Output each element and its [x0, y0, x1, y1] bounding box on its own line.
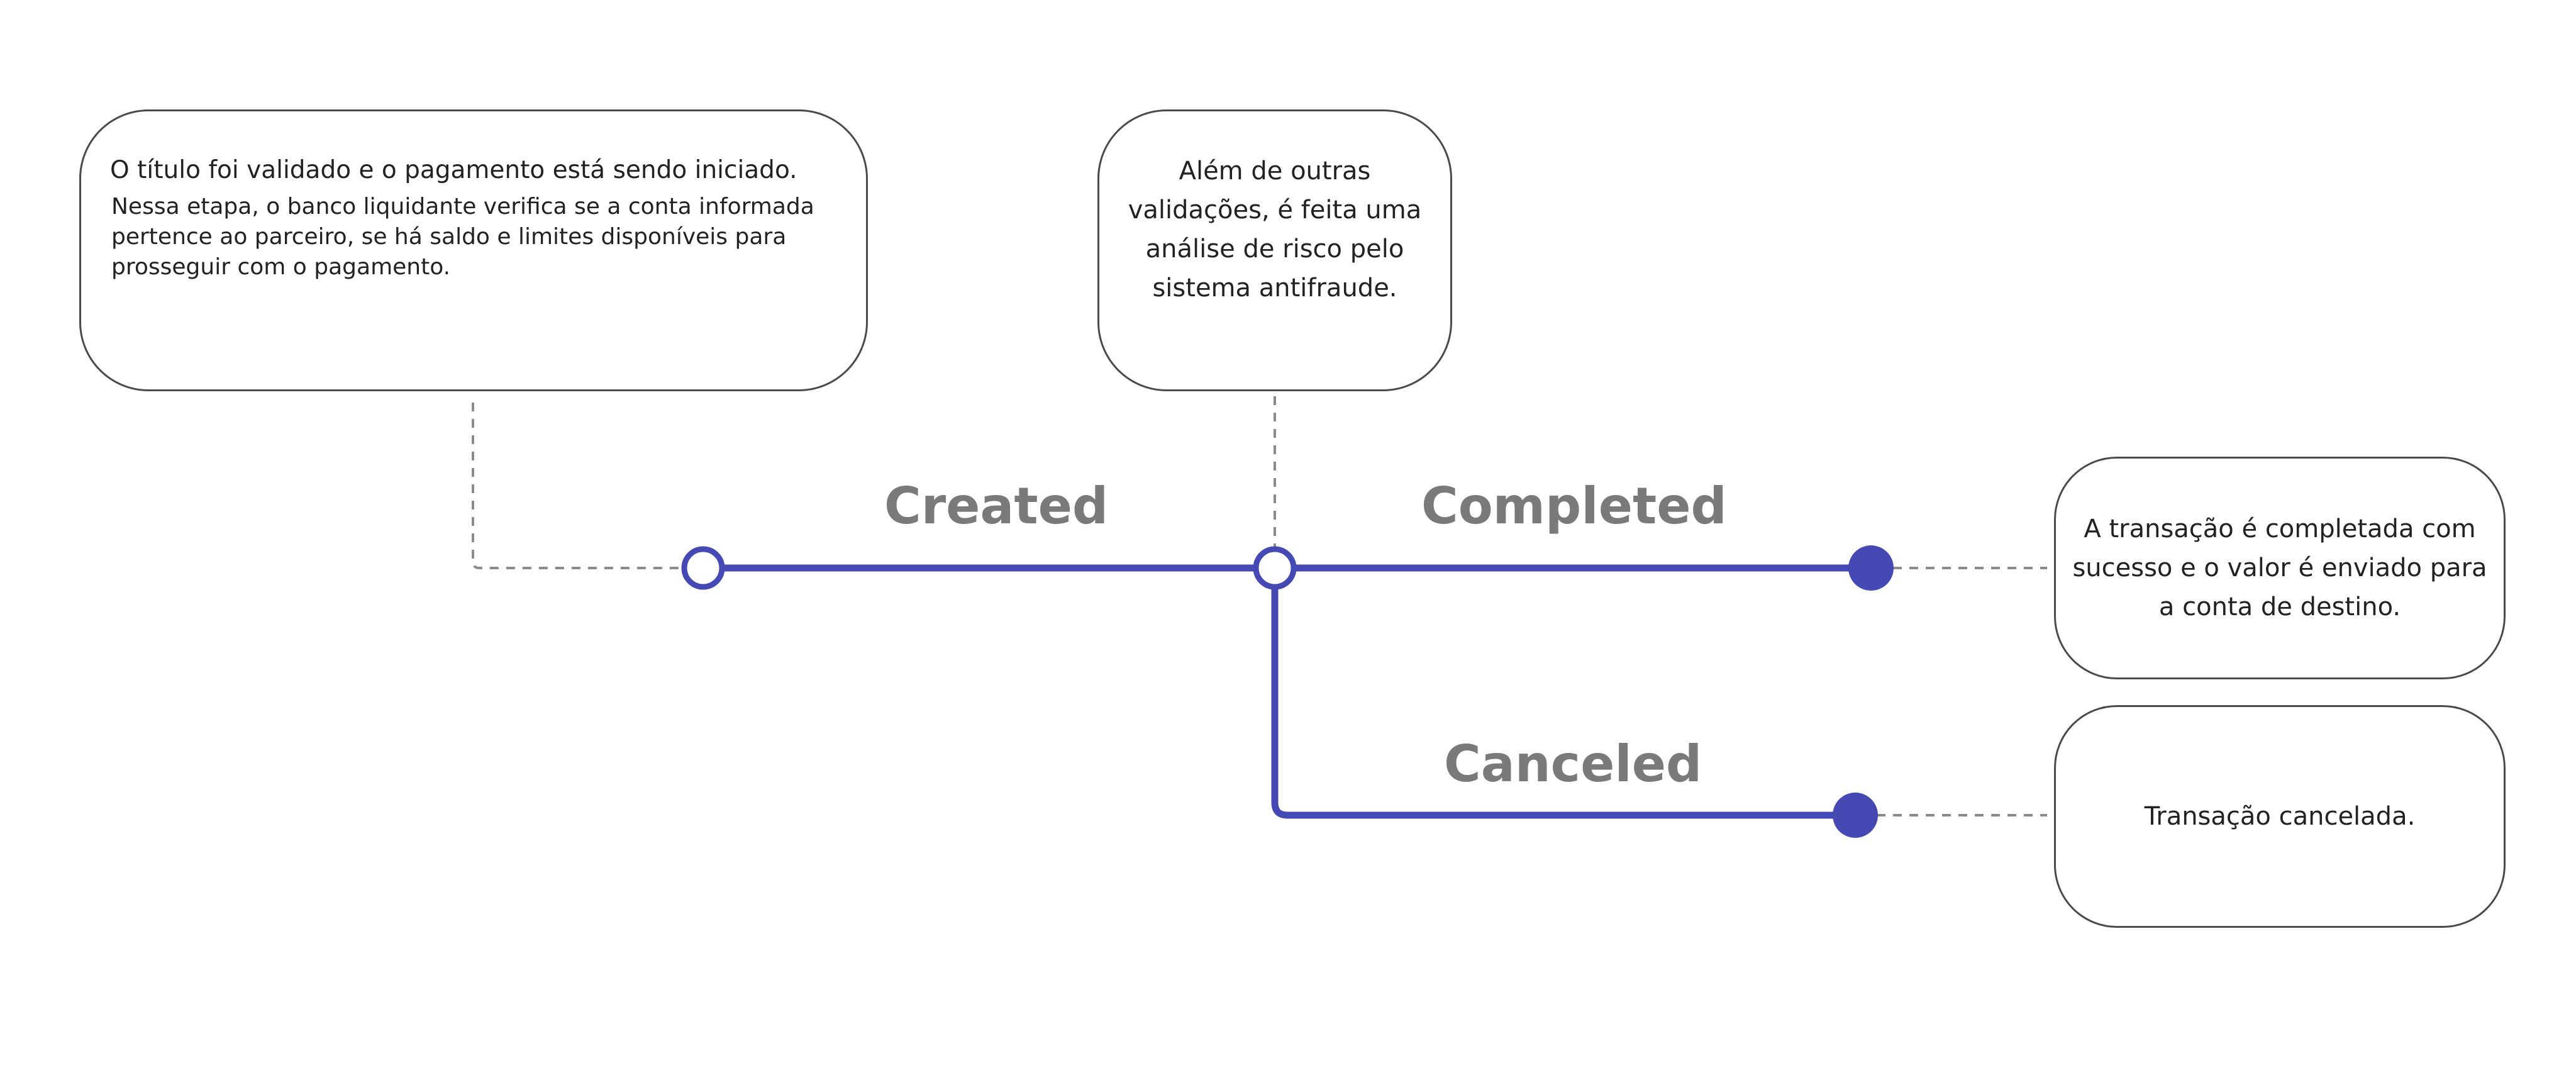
flow-line-canceled [1271, 589, 1855, 819]
node-canceled [1833, 793, 1878, 838]
stage-label-completed: Completed [1421, 477, 1727, 535]
validated-title: O título foi validado e o pagamento está… [110, 156, 797, 184]
canceled-info-box: Transação cancelada. [2054, 705, 2506, 928]
validated-description: Nessa etapa, o banco liquidante verifica… [111, 194, 814, 280]
completed-description: A transação é completada com sucesso e o… [2072, 515, 2487, 621]
connector-validated [472, 403, 691, 569]
completed-info-box: A transação é completada com sucesso e o… [2054, 457, 2506, 679]
risk-analysis-box: Além de outras validações, é feita uma a… [1097, 109, 1452, 391]
node-start [681, 546, 725, 590]
node-analysis [1253, 546, 1297, 590]
stage-label-created: Created [884, 477, 1109, 535]
node-completed [1848, 545, 1894, 591]
risk-description: Além de outras validações, é feita uma a… [1128, 157, 1422, 303]
validated-info-box: O título foi validado e o pagamento está… [79, 109, 868, 391]
canceled-description: Transação cancelada. [2144, 802, 2416, 831]
stage-label-canceled: Canceled [1444, 735, 1702, 793]
